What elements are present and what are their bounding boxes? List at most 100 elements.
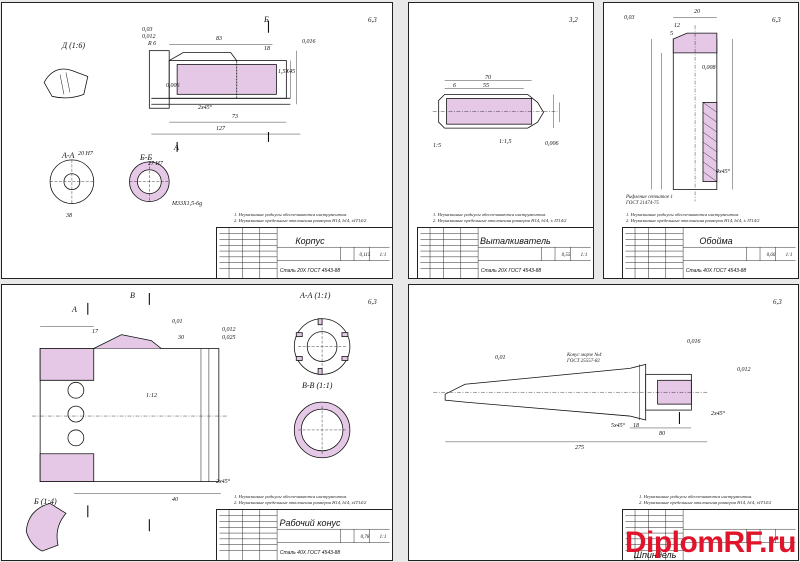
note-1: 1. Неуказанные радиусы обеспечиваются ин…	[234, 212, 348, 217]
part-scale: 1:1	[785, 253, 793, 258]
tech-notes: 1. Неуказанные радиусы обеспечиваются ин…	[639, 494, 771, 506]
title-block-grid	[625, 228, 796, 278]
rabochiy-konus-drawing	[25, 292, 351, 552]
dim-width-38: 38	[66, 213, 72, 219]
section-a-label: А-А (1:1)	[300, 291, 331, 300]
dim-40: 40	[172, 497, 178, 503]
section-a-label: А-А	[62, 151, 75, 160]
dim-bore-27: 27 H7	[148, 161, 163, 167]
dim-taper-1-1-5: 1:1,5	[499, 139, 512, 145]
title-block-grid	[219, 510, 390, 560]
dim-chamfer-2: 2x45°	[198, 105, 213, 111]
taper-note-line-1: Конус морзе №4	[567, 353, 602, 358]
drawing-sheet-vytalkivatel: 3,2 70 55 6 1:5 1:1,5 0,006 1. Неуказанн…	[408, 2, 594, 279]
dim-length-83: 83	[216, 36, 222, 42]
dim-length-127: 127	[216, 126, 225, 132]
part-mass: 0,78	[360, 535, 370, 540]
tolerance-0-006: 0,006	[166, 83, 180, 89]
part-material: Сталь 40Х ГОСТ 4543-88	[685, 268, 747, 274]
tolerance-0-012: 0,012	[142, 34, 156, 40]
title-block: Рабочий конус Сталь 40Х ГОСТ 4543-88 0,7…	[216, 509, 392, 560]
part-title: Выталкиватель	[480, 236, 551, 246]
dim-chamfer: 2x45°	[216, 479, 231, 485]
part-material: Сталь 20Х ГОСТ 4543-88	[480, 268, 542, 274]
taper-note: Конус морзе №4 ГОСТ 25557-82	[567, 353, 602, 365]
note-1: 1. Неуказанные радиусы обеспечиваются ин…	[433, 212, 547, 217]
dim-12: 12	[674, 23, 680, 29]
title-block-grid	[420, 228, 591, 278]
cut-letter-b: Б	[264, 15, 269, 24]
dim-chamfer: 1,5X45	[278, 69, 296, 75]
tolerance-0-016: 0,016	[302, 39, 316, 45]
part-scale: 1:1	[580, 253, 588, 258]
detail-view-label: Д (1:6)	[62, 41, 86, 50]
tolerance-0-025: 0,025	[222, 335, 236, 341]
note-2: 2. Неуказанные предельные отклонения раз…	[639, 500, 772, 505]
tolerance-0-012: 0,012	[737, 367, 751, 373]
part-mass: 0,115	[359, 253, 371, 258]
dim-length-80: 80	[659, 431, 665, 437]
title-block-grid	[625, 510, 796, 560]
note-2: 2. Неуказанные предельные отклонения раз…	[433, 218, 567, 223]
part-material: Сталь 40Х ГОСТ 4543-88	[279, 550, 341, 556]
dim-5: 5	[670, 31, 673, 37]
dim-30: 30	[178, 335, 184, 341]
title-block: Шпиндель	[622, 509, 798, 560]
part-mass: 0,60	[766, 253, 776, 258]
tech-notes: 1. Неуказанные радиусы обеспечиваются ин…	[433, 212, 566, 224]
drawing-sheet-oboima: 6,3 20 12 5 4x45° 0,03 0,008 Рифление се…	[603, 2, 799, 279]
note-2: 2. Неуказанные предельные отклонения раз…	[626, 218, 760, 223]
dim-length-70: 70	[485, 75, 491, 81]
dim-length-18: 18	[264, 46, 270, 52]
shpindel-drawing	[433, 363, 708, 443]
title-block: Выталкиватель Сталь 20Х ГОСТ 4543-88 0,5…	[417, 227, 593, 278]
tolerance-0-006: 0,006	[545, 141, 559, 147]
cut-letter-a: А	[174, 143, 179, 152]
part-mass: 0,55	[561, 253, 571, 258]
section-b-label: В-В (1:1)	[302, 381, 333, 390]
roughness-mark: 6,3	[772, 16, 781, 24]
dim-length-18: 18	[633, 423, 639, 429]
cut-letter-v: В	[130, 291, 135, 300]
knurl-note-line-2: ГОСТ 21474-75	[626, 201, 659, 206]
tolerance-0-03: 0,03	[624, 15, 635, 21]
tolerance-0-03: 0,03	[142, 27, 153, 33]
part-scale: 1:1	[379, 253, 387, 258]
drawing-sheet-shpindel: 6,3 Конус морзе №4 ГОСТ 25557-82 275 80 …	[408, 284, 799, 561]
dim-chamfer-2: 2x45°	[711, 411, 726, 417]
part-scale: 1:1	[379, 535, 387, 540]
dim-length-275: 275	[575, 445, 584, 451]
roughness-mark: 6,3	[368, 16, 377, 24]
roughness-mark: 6,3	[773, 298, 782, 306]
drawing-sheet-rabochiy-konus: 6,3 А-А (1:1) В-В (1:1) Б (1:4) В А 17 3…	[1, 284, 393, 561]
note-1: 1. Неуказанные радиусы обеспечиваются ин…	[626, 212, 740, 217]
note-1: 1. Неуказанные радиусы обеспечиваются ин…	[234, 494, 348, 499]
section-b-label: Б-Б	[140, 153, 153, 162]
roughness-mark: 3,2	[569, 16, 578, 24]
dim-length-6: 6	[453, 83, 456, 89]
part-title: Рабочий конус	[279, 518, 341, 528]
title-block-grid	[219, 228, 390, 278]
part-title: Шпиндель	[633, 550, 677, 560]
dim-thread: М33X1,5-6g	[172, 201, 203, 207]
oboima-drawing	[651, 17, 733, 202]
korpus-drawing	[43, 20, 301, 204]
dim-taper-1-5: 1:5	[433, 143, 441, 149]
dim-length-55: 55	[483, 83, 489, 89]
tech-notes: 1. Неуказанные радиусы обеспечиваются ин…	[234, 494, 366, 506]
dim-width-20: 20	[694, 9, 700, 15]
part-title: Корпус	[295, 236, 325, 246]
tolerance-0-01: 0,01	[495, 355, 506, 361]
dim-chamfer-5: 5x45°	[611, 423, 626, 429]
knurl-note: Рифление сетчатое 1 ГОСТ 21474-75	[626, 195, 673, 207]
dim-taper: 1:12	[146, 393, 157, 399]
tolerance-0-012: 0,012	[222, 327, 236, 333]
note-1: 1. Неуказанные радиусы обеспечиваются ин…	[639, 494, 753, 499]
dim-chamfer: 4x45°	[716, 169, 731, 175]
part-material: Сталь 20Х ГОСТ 4543-88	[279, 268, 341, 274]
detail-view-label: Б (1:4)	[34, 497, 57, 506]
dim-radius: R 6	[148, 41, 157, 47]
title-block: Корпус Сталь 20Х ГОСТ 4543-88 0,115 1:1	[216, 227, 392, 278]
note-2: 2. Неуказанные предельные отклонения раз…	[234, 218, 367, 223]
site-watermark: DiplomRF.ru	[624, 526, 797, 559]
